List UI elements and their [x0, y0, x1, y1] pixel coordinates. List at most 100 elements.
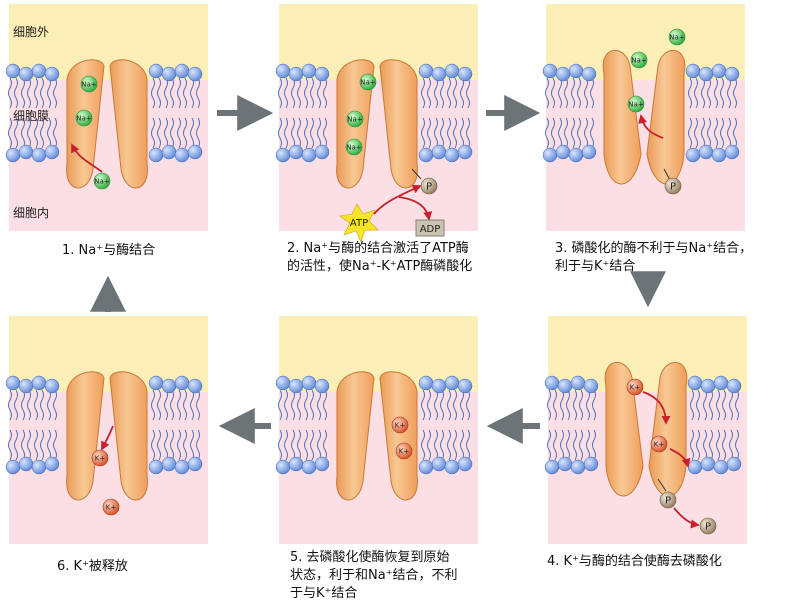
lipid-head: [544, 375, 560, 391]
lipid-tail: [291, 117, 295, 149]
ion-label: Na+: [346, 144, 362, 152]
lipid-head: [161, 378, 177, 394]
lipid-tail: [434, 389, 438, 421]
lipid-tail: [310, 77, 314, 109]
pump-protein: [602, 49, 686, 185]
lipid-tail: [304, 117, 308, 149]
lipid-tail: [170, 429, 174, 461]
pump-protein: [336, 371, 418, 501]
lipid-head: [5, 375, 21, 391]
lipid-tail: [157, 117, 161, 149]
lipid-tail: [696, 429, 700, 461]
lipid-head: [44, 144, 60, 160]
lipid-head: [187, 66, 203, 82]
lipid-head: [187, 378, 203, 394]
lipid-head: [568, 63, 584, 79]
lipid-head: [174, 147, 190, 163]
lipid-tail: [709, 429, 713, 461]
lipid-tail: [8, 117, 12, 149]
sodium-ion: Na+: [93, 172, 111, 190]
lipid-head: [288, 456, 304, 472]
potassium-ion: K+: [395, 442, 413, 460]
lipid-head: [444, 375, 460, 391]
lipid-tail: [694, 77, 698, 109]
protein-subunit-left: [604, 361, 644, 497]
lipid-tail: [34, 389, 38, 421]
lipid-tail: [190, 77, 194, 109]
lipid-tail: [584, 77, 588, 109]
phosphate-label: P: [670, 182, 676, 193]
lipid-tail: [34, 429, 38, 461]
lipid-bilayer: [5, 375, 203, 475]
phosphate-bond: [411, 168, 422, 180]
potassium-ion: K+: [626, 378, 644, 396]
ion-label: K+: [630, 384, 641, 392]
lipid-head: [5, 459, 21, 475]
lipid-tail: [421, 77, 425, 109]
label-membrane: 细胞膜: [13, 109, 49, 123]
protein-subunit-right: [109, 371, 148, 501]
lipid-head: [5, 63, 21, 79]
flow-arrows: [90, 95, 666, 444]
lipid-head: [557, 378, 573, 394]
transition-arrow: [642, 391, 671, 425]
lipid-tail: [40, 429, 44, 461]
sodium-ion: Na+: [346, 110, 364, 128]
lipid-head: [275, 375, 291, 391]
transition-arrow: [101, 425, 114, 451]
phosphate-release-arrow: [673, 507, 700, 529]
lipid-tail: [727, 77, 731, 109]
lipid-tail: [164, 117, 168, 149]
phosphate-group: P: [664, 177, 682, 195]
lipid-tail: [310, 117, 314, 149]
phosphate-label: P: [426, 182, 432, 193]
lipid-tail: [453, 77, 457, 109]
ion-label: K+: [395, 422, 406, 430]
caption-step-6: 6. K⁺被释放: [57, 559, 128, 574]
lipid-tail: [8, 77, 12, 109]
lipid-tail: [164, 429, 168, 461]
caption-step-2: 2. Na⁺与酶的结合激活了ATP酶 的活性，使Na⁺-K⁺ATP酶磷酸化: [287, 241, 473, 274]
panels-layer: 细胞外细胞膜细胞内Na+Na+Na+Na+Na+Na+PATPADPNa+Na+…: [5, 4, 747, 544]
caption-step-5: 5. 去磷酸化使酶恢复到原始 状态，利于和Na⁺结合，不利 于与K⁺结合: [290, 550, 458, 601]
lipid-head: [685, 147, 701, 163]
lipid-bilayer: [275, 375, 473, 475]
lipid-tail: [447, 77, 451, 109]
lipid-head: [726, 456, 742, 472]
lipid-head: [457, 66, 473, 82]
lipid-tail: [14, 117, 18, 149]
lipid-tail: [440, 77, 444, 109]
lipid-head: [148, 375, 164, 391]
sodium-ion: Na+: [345, 138, 363, 156]
lipid-head: [418, 147, 434, 163]
lipid-head: [288, 144, 304, 160]
sodium-ion: Na+: [668, 28, 686, 46]
lipid-head: [288, 66, 304, 82]
lipid-head: [161, 456, 177, 472]
lipid-head: [5, 147, 21, 163]
phosphate-bond: [657, 478, 667, 492]
lipid-tail: [447, 117, 451, 149]
lipid-head: [713, 459, 729, 475]
lipid-tail: [190, 429, 194, 461]
ion-label: Na+: [631, 57, 647, 65]
lipid-tail: [151, 77, 155, 109]
lipid-head: [711, 147, 727, 163]
lipid-tail: [21, 77, 25, 109]
lipid-tail: [317, 77, 321, 109]
phosphate-label: P: [705, 522, 711, 533]
lipid-tail: [703, 429, 707, 461]
lipid-tail: [284, 117, 288, 149]
protein-subunit-right: [379, 371, 418, 501]
lipid-head: [687, 375, 703, 391]
lipid-head: [544, 459, 560, 475]
lipid-tail: [551, 117, 555, 149]
lipid-tail: [170, 117, 174, 149]
lipid-tail: [577, 117, 581, 149]
lipid-tail: [297, 389, 301, 421]
protein-subunit-left: [66, 371, 105, 501]
ion-label: Na+: [360, 79, 376, 87]
lipid-tail: [688, 77, 692, 109]
lipid-head: [570, 375, 586, 391]
lipid-tail: [304, 77, 308, 109]
